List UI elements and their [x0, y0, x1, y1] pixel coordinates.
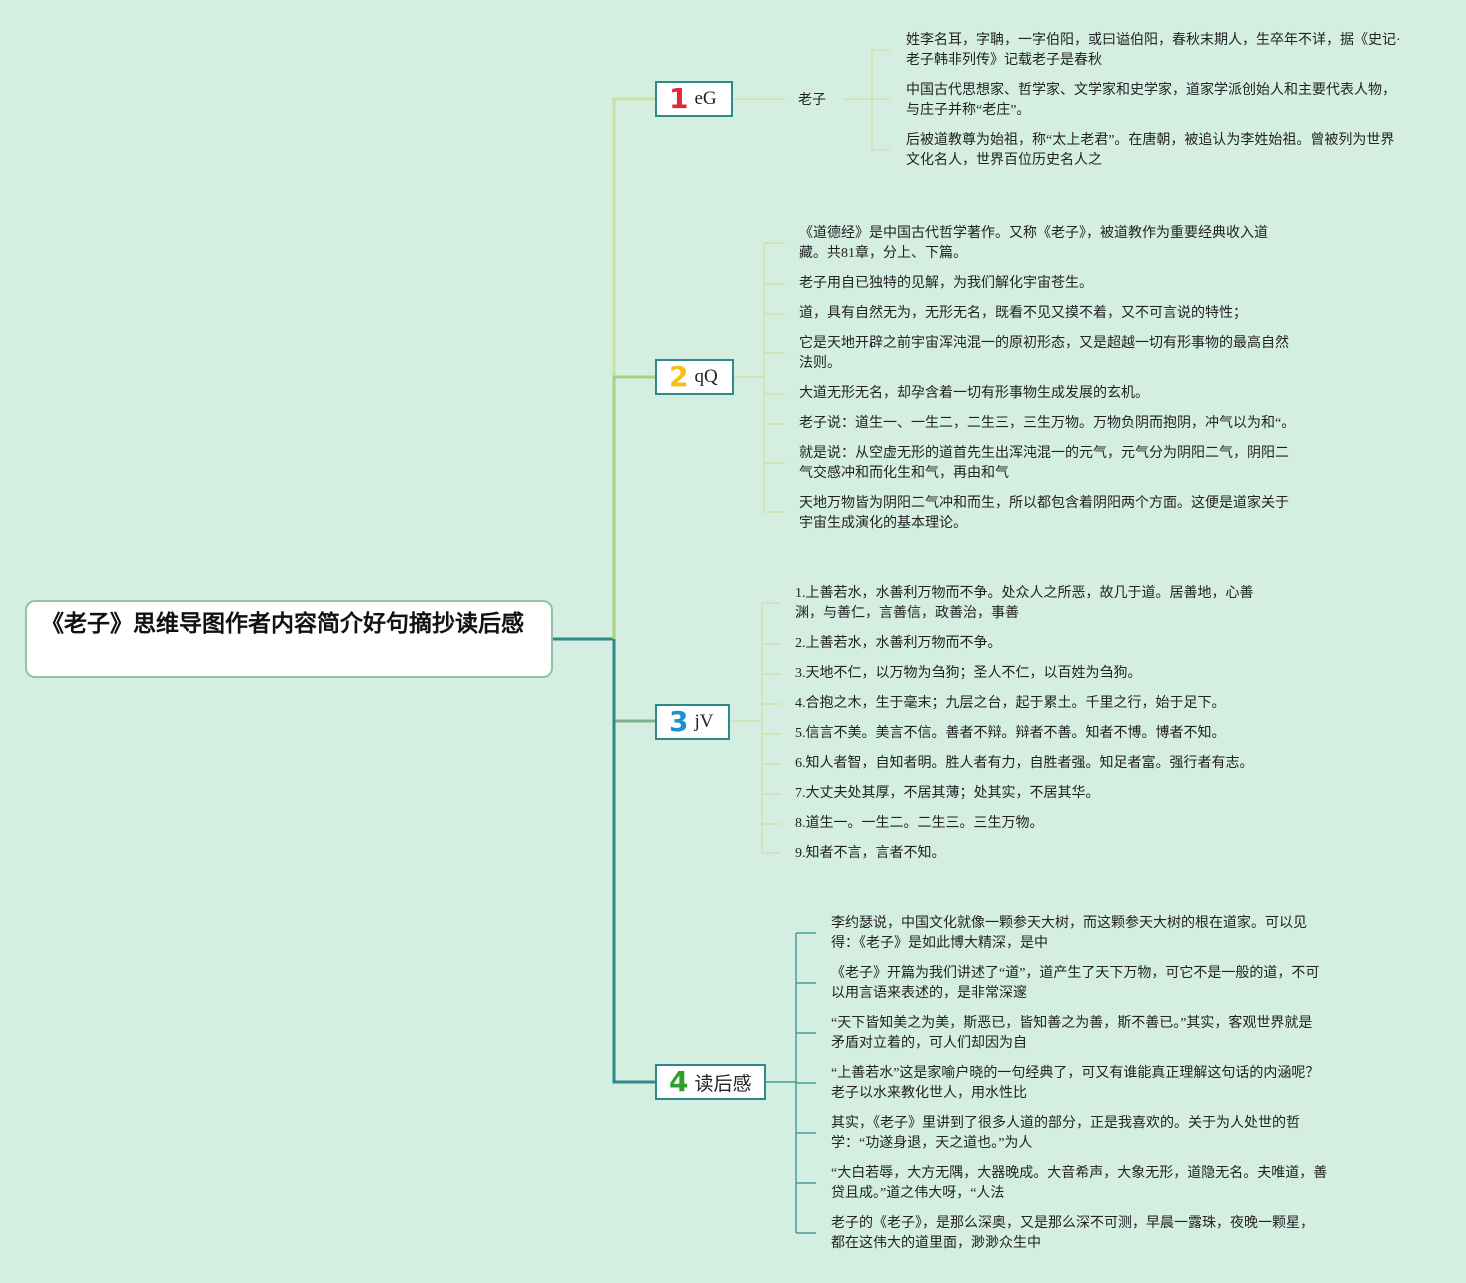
leaf-3-5: 5.信言不美。美言不信。善者不辩。辩者不善。知者不博。博者不知。 — [795, 726, 1226, 741]
leaf-2-3: 道，具有自然无为，无形无名，既看不见又摸不着，又不可言说的特性； — [799, 306, 1247, 321]
root-topic[interactable]: 《老子》思维导图作者内容简介好句摘抄读后感 — [25, 600, 553, 678]
branch-label-3: jV — [694, 711, 714, 732]
branch-label-1: eG — [694, 88, 717, 109]
leaf-2-1: 《道德经》是中国古代哲学著作。又称《老子》，被道教作为重要经典收入道藏。共81章… — [799, 226, 1268, 261]
leaf-4-4: “上善若水”这是家喻户晓的一句经典了，可又有谁能真正理解这句话的内涵呢？老子以水… — [831, 1066, 1320, 1101]
leaf-4-6: “大白若辱，大方无隅，大器晚成。大音希声，大象无形，道隐无名。夫唯道，善贷且成。… — [831, 1166, 1328, 1201]
author-node[interactable]: 老子 — [798, 93, 826, 108]
leaf-3-2: 2.上善若水，水善利万物而不争。 — [795, 636, 1002, 651]
leaf-4-7: 老子的《老子》，是那么深奥，又是那么深不可测，早晨一露珠，夜晚一颗星，都在这伟大… — [831, 1216, 1314, 1251]
branch-number-4: 4 — [669, 1065, 689, 1098]
leaf-1-2: 中国古代思想家、哲学家、文学家和史学家，道家学派创始人和主要代表人物，与庄子并称… — [906, 83, 1396, 118]
leaf-2-2: 老子用自已独特的见解，为我们解化宇宙苍生。 — [799, 276, 1093, 291]
branch-number-3: 3 — [669, 705, 689, 738]
leaf-4-1: 李约瑟说，中国文化就像一颗参天大树，而这颗参天大树的根在道家。可以见得：《老子》… — [831, 916, 1307, 951]
leaf-3-9: 9.知者不言，言者不知。 — [795, 846, 946, 861]
leaf-4-2: 《老子》开篇为我们讲述了“道”，道产生了天下万物，可它不是一般的道，不可以用言语… — [831, 966, 1320, 1001]
leaf-3-6: 6.知人者智，自知者明。胜人者有力，自胜者强。知足者富。强行者有志。 — [795, 756, 1254, 771]
root-title: 《老子》思维导图作者内容简介好句摘抄读后感 — [41, 611, 524, 637]
branch-4[interactable]: 4 读后感 — [655, 1064, 766, 1100]
leaf-3-3: 3.天地不仁，以万物为刍狗；圣人不仁，以百姓为刍狗。 — [795, 666, 1142, 681]
branch-3[interactable]: 3 jV — [655, 704, 730, 740]
leaf-2-8: 天地万物皆为阴阳二气冲和而生，所以都包含着阴阳两个方面。这便是道家关于宇宙生成演… — [799, 496, 1289, 531]
branch-2[interactable]: 2 qQ — [655, 359, 734, 395]
leaf-3-7: 7.大丈夫处其厚，不居其薄；处其实，不居其华。 — [795, 786, 1100, 801]
branch-number-2: 2 — [669, 360, 689, 393]
leaf-2-7: 就是说：从空虚无形的道首先生出浑沌混一的元气，元气分为阴阳二气，阴阳二气交感冲和… — [799, 446, 1289, 481]
branch-1[interactable]: 1 eG — [655, 81, 733, 117]
leaf-2-6: 老子说：道生一、一生二，二生三，三生万物。万物负阴而抱阴，冲气以为和“。 — [799, 416, 1296, 431]
leaf-3-8: 8.道生一。一生二。二生三。三生万物。 — [795, 816, 1044, 831]
leaf-2-4: 它是天地开辟之前宇宙浑沌混一的原初形态，又是超越一切有形事物的最高自然法则。 — [799, 336, 1289, 371]
branch-label-2: qQ — [694, 366, 718, 387]
branch-label-4: 读后感 — [694, 1073, 752, 1095]
branch-number-1: 1 — [669, 82, 689, 115]
leaf-2-5: 大道无形无名，却孕含着一切有形事物生成发展的玄机。 — [799, 386, 1149, 401]
leaf-4-3: “天下皆知美之为美，斯恶已，皆知善之为善，斯不善已。”其实，客观世界就是矛盾对立… — [831, 1016, 1313, 1051]
leaf-3-1: 1.上善若水，水善利万物而不争。处众人之所恶，故几于道。居善地，心善渊，与善仁，… — [795, 586, 1254, 621]
leaf-1-1: 姓李名耳，字聃，一字伯阳，或曰谥伯阳，春秋末期人，生卒年不详，据《史记·老子韩非… — [906, 33, 1401, 68]
leaf-4-5: 其实，《老子》里讲到了很多人道的部分，正是我喜欢的。关于为人处世的哲学：“功遂身… — [831, 1116, 1300, 1151]
leaf-3-4: 4.合抱之木，生于毫末；九层之台，起于累土。千里之行，始于足下。 — [795, 696, 1226, 711]
leaf-1-3: 后被道教尊为始祖，称“太上老君”。在唐朝，被追认为李姓始祖。曾被列为世界文化名人… — [906, 133, 1395, 168]
